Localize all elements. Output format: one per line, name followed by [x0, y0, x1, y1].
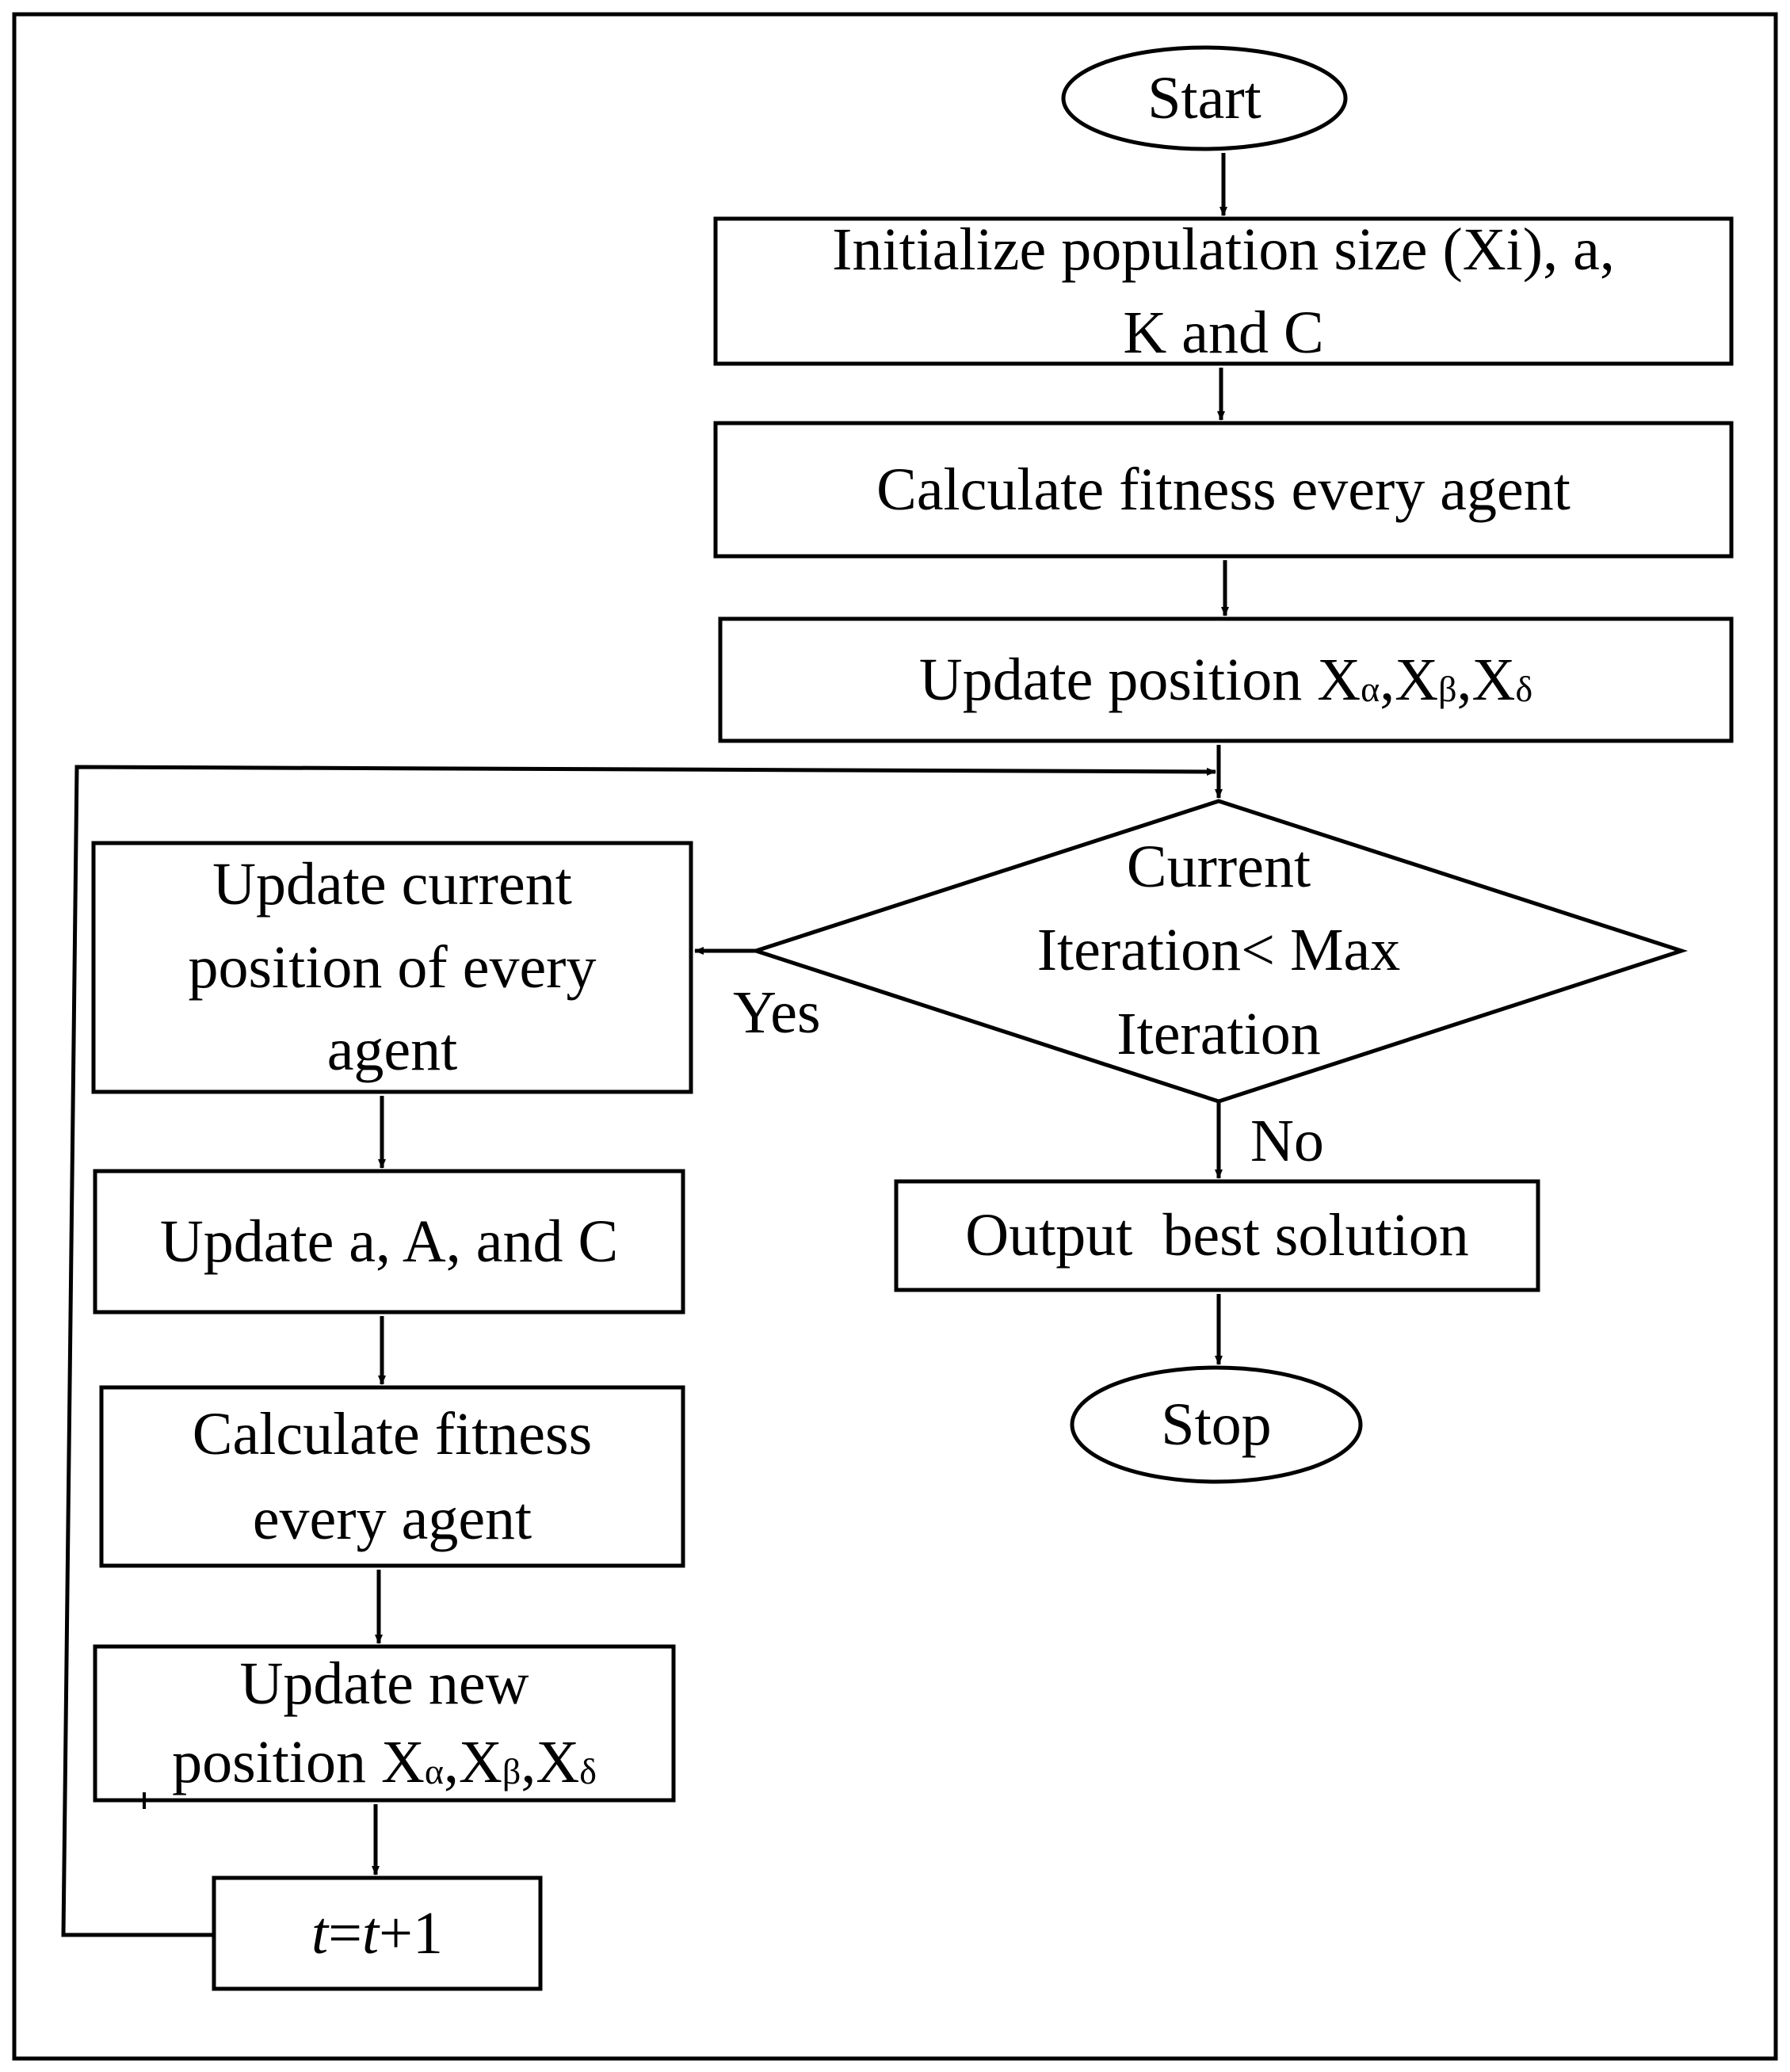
- update-new-line1: Update new: [239, 1650, 529, 1718]
- t-variable: t: [311, 1899, 329, 1967]
- update-current-box: [91, 841, 693, 1094]
- update-new-position-label: Update new position Xα,Xβ,Xδ: [95, 1647, 674, 1800]
- stop-label: Stop: [1161, 1391, 1272, 1458]
- t-variable-2: t: [362, 1899, 380, 1967]
- decision-label: Current Iteration< Max Iteration: [1036, 833, 1401, 1067]
- yes-edge-label: Yes: [733, 979, 821, 1046]
- no-edge-label: No: [1250, 1108, 1324, 1174]
- init-label: Initialize population size (Xi), a, K an…: [832, 216, 1615, 366]
- update-a-A-C-box: [93, 1169, 685, 1315]
- stop-terminal-shape: [1070, 1365, 1363, 1484]
- update-a-A-C-label: Update a, A, and C: [159, 1208, 619, 1275]
- loop-back-connector: [61, 765, 1216, 1937]
- start-label: Start: [1147, 64, 1261, 132]
- init-box: [713, 216, 1734, 366]
- update-position-prefix: Update position: [918, 646, 1318, 713]
- update-position-box: [718, 616, 1734, 743]
- calc-fitness-label-1: Calculate fitness every agent: [876, 456, 1571, 523]
- outer-frame: [12, 12, 1778, 2061]
- t-increment-box: [212, 1875, 543, 1991]
- output-label: Output best solution: [965, 1202, 1469, 1269]
- beta-subscript: β: [1438, 668, 1457, 709]
- calc-fitness-label-2: Calculate fitness every agent: [192, 1401, 593, 1552]
- delta-subscript: δ: [1515, 668, 1533, 709]
- calc-fitness-box-1: [713, 421, 1734, 559]
- t-increment-label: t=t+1: [311, 1899, 443, 1967]
- alpha-subscript: α: [1361, 668, 1380, 709]
- update-current-label: Update current position of every agent: [188, 850, 597, 1084]
- output-box: [894, 1179, 1540, 1292]
- update-new-prefix: position: [172, 1729, 382, 1795]
- calc-fitness-box-2: [99, 1385, 685, 1568]
- update-new-position-box: [93, 1644, 676, 1803]
- update-position-label: Update position Xα,Xβ,Xδ: [918, 646, 1533, 713]
- start-terminal-shape: [1061, 45, 1348, 151]
